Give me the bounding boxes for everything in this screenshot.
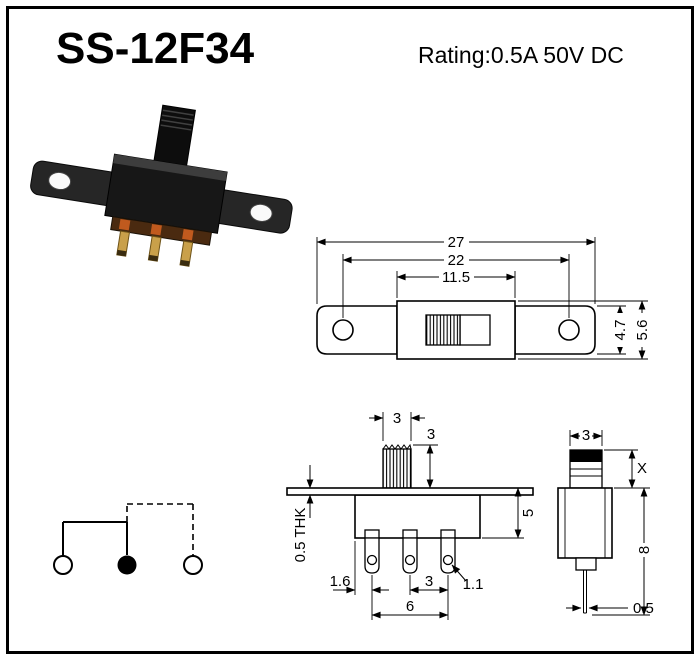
body-outline: [557, 487, 613, 559]
schematic-terminal-right: [183, 555, 203, 575]
dim-label: 22: [448, 252, 465, 269]
dim-knob-depth: 3: [569, 427, 603, 446]
photo-knob-ridge: [162, 114, 193, 121]
dim-label: 8: [636, 546, 653, 554]
dim-label-group: 5: [520, 509, 537, 517]
knob-cap: [570, 450, 602, 462]
body-tab: [440, 529, 456, 539]
dim-label: 3: [582, 427, 590, 444]
photo-pin-tip: [148, 254, 159, 262]
photo-pin-tip: [116, 249, 127, 257]
dim-label: X: [637, 460, 647, 477]
part-number-title: SS-12F34: [56, 24, 255, 73]
mount-hole-right: [558, 319, 580, 341]
dim-label: 0.5 THK: [292, 508, 309, 563]
dim-label-bg: [444, 235, 469, 249]
photo-body-highlight: [113, 154, 228, 181]
dim-label: 1.6: [330, 573, 351, 590]
photo-knob: [152, 104, 196, 171]
dim-arm-width: 4.7: [597, 305, 629, 355]
photo-knob-ridge: [161, 119, 193, 126]
pin-hole: [442, 554, 454, 566]
rating-text: Rating:0.5A 50V DC: [418, 42, 624, 68]
dim-pin-span: 6: [371, 598, 449, 619]
dim-body-height: 8: [592, 487, 653, 616]
front-view-drawing: 3 3 5 0.5 THK 1.6: [286, 410, 537, 620]
dim-label-group: 0.5 THK: [292, 508, 309, 563]
photo-contact: [150, 223, 162, 236]
top-view-drawing: 27 22 11.5 4.7: [316, 234, 651, 360]
dim-label: 27: [448, 234, 465, 251]
dim-pin-pitch: 3: [409, 573, 449, 620]
dim-hole-diameter: 1.1: [451, 564, 484, 593]
dim-label: 11.5: [442, 269, 470, 286]
page-border: [6, 6, 694, 654]
photo-contact: [118, 218, 131, 231]
dim-label: 6: [406, 598, 414, 615]
dim-label: 4.7: [612, 320, 629, 341]
dim-label-bg: [391, 411, 403, 425]
photo-pin-tip: [180, 259, 190, 267]
pin-hole: [366, 554, 378, 566]
body-tab: [402, 529, 418, 539]
dim-body-height: 5: [482, 487, 537, 539]
knob-serrated-top: [382, 443, 412, 450]
knob-hatched: [382, 448, 412, 489]
schematic-terminal-common: [117, 555, 137, 575]
dim-label-bg: [439, 270, 474, 284]
circuit-schematic: [53, 503, 203, 575]
dim-label-bg: [635, 313, 649, 347]
bracket-arm-right: [514, 305, 596, 355]
dim-label-group: 8: [636, 543, 653, 557]
body-tab: [364, 529, 380, 539]
dim-label: 3: [425, 573, 433, 590]
dim-label: 1.1: [463, 576, 484, 593]
product-photo: [30, 104, 293, 267]
dim-label-group: 5.6: [634, 313, 651, 347]
body-bottom-tab: [575, 557, 597, 571]
dim-label-bg: [580, 429, 592, 442]
dim-label-bg: [613, 313, 627, 347]
schematic-terminal-left: [53, 555, 73, 575]
dim-body-length: 11.5: [396, 269, 516, 298]
slider-slot: [459, 314, 491, 346]
photo-pin: [179, 240, 194, 267]
top-view-outline: [316, 300, 596, 360]
photo-knob-ridge: [162, 109, 194, 116]
bracket-arm-left: [316, 305, 398, 355]
dim-label: 3: [427, 426, 435, 443]
dim-label-group: 4.7: [612, 313, 629, 347]
photo-contact: [182, 228, 194, 241]
dim-knob-width: 3: [369, 410, 425, 441]
photo-mount-hole-right: [249, 203, 273, 222]
front-view-outline: [286, 443, 534, 574]
dim-knob-height: 3: [413, 426, 438, 489]
mount-hole-left: [332, 319, 354, 341]
pin-hole: [404, 554, 416, 566]
dim-body-width: 5.6: [518, 300, 651, 360]
side-view-drawing: 3 X 8 0.5: [557, 427, 654, 617]
dim-plate-thickness: 0.5 THK: [292, 465, 314, 563]
dim-pin-edge-offset: 1.6: [330, 541, 389, 620]
dim-label-bg: [444, 253, 469, 267]
mount-plate: [286, 487, 534, 496]
dim-label-bg: [637, 543, 650, 557]
dim-label: 0.5: [633, 600, 654, 617]
dim-label: 3: [393, 410, 401, 427]
side-view-outline: [557, 449, 613, 614]
switch-body-outline: [396, 300, 516, 360]
dim-label: 5: [520, 509, 537, 517]
dim-pin-thickness: 0.5: [566, 600, 654, 617]
dim-hole-pitch: 22: [342, 252, 570, 318]
dim-label: 5.6: [634, 320, 651, 341]
dim-knob-height-x: X: [604, 449, 650, 489]
dim-overall-length: 27: [316, 234, 596, 304]
slider-knob-hatched: [425, 314, 461, 346]
photo-mount-hole-left: [48, 171, 72, 191]
photo-switch: [30, 104, 293, 267]
photo-knob-ridge: [160, 124, 192, 131]
leader-line: [451, 564, 467, 582]
